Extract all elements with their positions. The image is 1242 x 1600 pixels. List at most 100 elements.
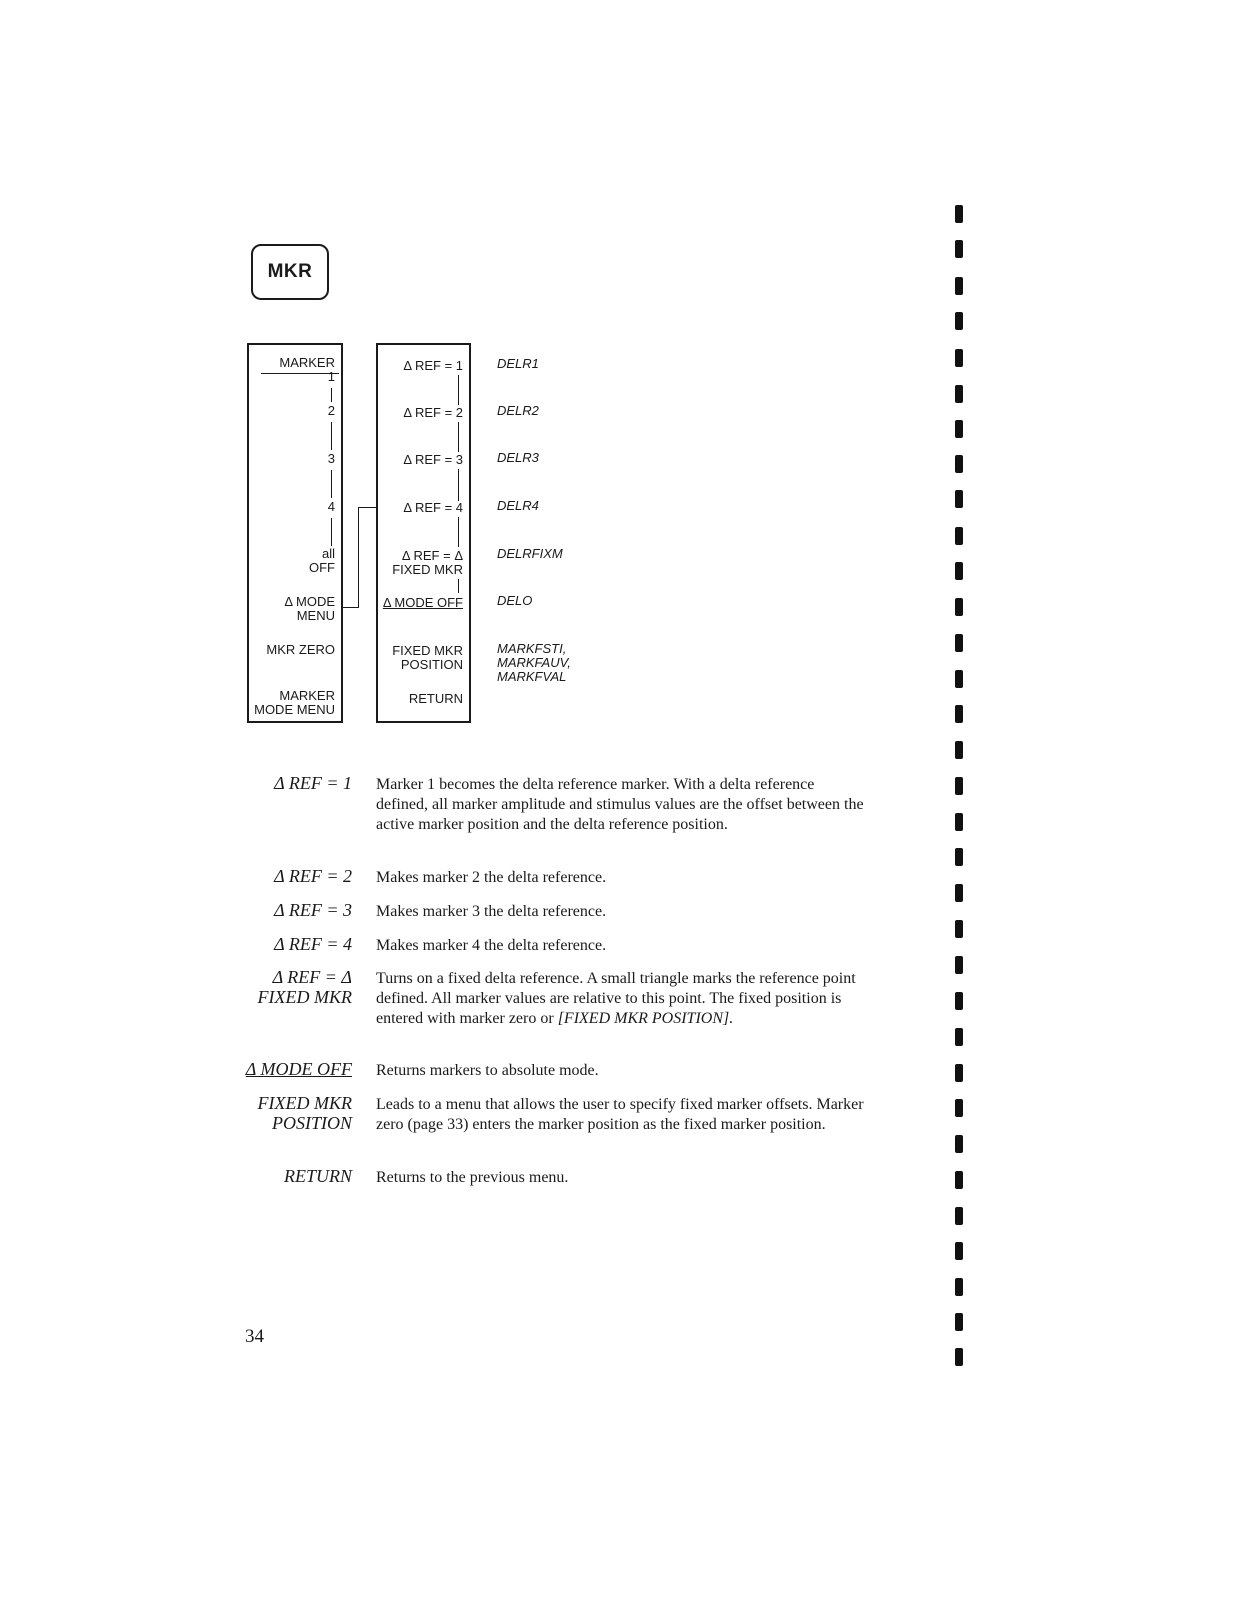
definition-term: Δ REF = 2 [274,866,352,886]
menu-connector [358,507,376,508]
definition-text: Leads to a menu that allows the user to … [376,1096,864,1133]
connector-line [331,422,332,450]
definition-term: Δ MODE OFF [245,1059,352,1079]
definition-text: Returns to the previous menu. [376,1169,569,1186]
menu-connector [342,593,343,607]
binder-mark [955,385,963,403]
menu-item-all[interactable]: all [321,546,335,561]
connector-line [458,517,459,547]
binder-mark [955,992,963,1010]
connector-line [458,375,459,405]
menu-connector [342,607,359,608]
definition-term: POSITION [272,1113,352,1133]
binder-mark [955,240,963,258]
binder-mark [955,1064,963,1082]
binder-mark [955,562,963,580]
menu-item-marker-1[interactable]: 1 [327,369,335,384]
binder-mark [955,705,963,723]
connector-line [331,388,332,402]
menu-item-dref-fixed-mkr[interactable]: FIXED MKR [392,562,463,577]
binder-mark [955,1099,963,1117]
menu-item-marker-mode-menu[interactable]: MODE MENU [254,702,335,717]
menu-item-delta-mode[interactable]: Δ MODE [284,594,335,609]
menu-item-marker-3[interactable]: 3 [327,451,335,466]
definition-term: Δ REF = Δ [272,967,352,987]
connector-line [331,470,332,498]
menu-item-off[interactable]: OFF [309,560,335,575]
delta-mode-softkey-menu: Δ REF = 1 Δ REF = 2 Δ REF = 3 Δ REF = 4 … [376,343,471,723]
binder-mark [955,205,963,223]
definition-text: Returns markers to absolute mode. [376,1062,599,1079]
menu-item-delta-mode-menu[interactable]: MENU [296,608,335,623]
command-delr4: DELR4 [497,498,539,513]
menu-item-dref-2[interactable]: Δ REF = 2 [403,405,463,420]
binder-mark [955,813,963,831]
definition-term: Δ REF = 3 [274,900,352,920]
definition-text: Makes marker 2 the delta reference. [376,869,607,886]
menu-item-mkr-zero[interactable]: MKR ZERO [266,642,335,657]
command-markfsti: MARKFSTI, [497,641,567,656]
binder-mark [955,420,963,438]
connector-line [458,469,459,501]
menu-item-delta-mode-off[interactable]: Δ MODE OFF [382,595,463,610]
definition-text: Makes marker 3 the delta reference. [376,903,607,920]
definition-term: FIXED MKR [257,987,352,1007]
binder-mark [955,1242,963,1260]
connector-line [458,579,459,593]
binder-mark [955,1135,963,1153]
menu-item-dref-3[interactable]: Δ REF = 3 [403,452,463,467]
definition-term: Δ REF = 1 [274,773,352,793]
definition-text-body: Turns on a fixed delta reference. A smal… [376,970,856,1027]
definition-term: FIXED MKR [257,1093,352,1113]
definition-text-key-ref: [FIXED MKR POSITION]. [557,1010,734,1027]
binder-mark [955,527,963,545]
menu-item-fixed-mkr[interactable]: FIXED MKR [392,643,463,658]
binder-mark [955,349,963,367]
connector-line [331,518,332,546]
definition-term: Δ REF = 4 [274,934,352,954]
binder-mark [955,1171,963,1189]
menu-item-fixed-mkr-position[interactable]: POSITION [400,657,463,672]
definition-text: Makes marker 4 the delta reference. [376,937,607,954]
command-delr1: DELR1 [497,356,539,371]
binder-mark [955,741,963,759]
connector-line [458,422,459,452]
command-delr2: DELR2 [497,403,539,418]
binder-mark [955,956,963,974]
definition-text: Turns on a fixed delta reference. A smal… [376,969,866,1029]
menu-item-marker-4[interactable]: 4 [327,499,335,514]
menu-connector [358,507,359,608]
binder-mark [955,848,963,866]
binder-mark [955,1313,963,1331]
binder-mark [955,1028,963,1046]
menu-item-marker-mode[interactable]: MARKER [279,688,335,703]
binder-mark [955,670,963,688]
binder-mark [955,455,963,473]
menu-item-dref-4[interactable]: Δ REF = 4 [403,500,463,515]
command-markfauv: MARKFAUV, [497,655,571,670]
menu-item-return[interactable]: RETURN [408,691,463,706]
command-delr3: DELR3 [497,450,539,465]
definition-text: Marker 1 becomes the delta reference mar… [376,776,864,833]
binder-mark [955,1348,963,1366]
binder-mark [955,634,963,652]
binder-mark [955,920,963,938]
binder-mark [955,1278,963,1296]
command-delo: DELO [497,593,533,608]
marker-softkey-menu: MARKER 1 2 3 4 all OFF Δ MODE MENU MKR Z… [247,343,343,723]
binder-mark [955,312,963,330]
binder-mark [955,777,963,795]
definition-term: RETURN [283,1166,352,1186]
command-markfval: MARKFVAL [497,669,567,684]
menu-separator [261,373,339,374]
binder-mark [955,1207,963,1225]
menu-item-dref-1[interactable]: Δ REF = 1 [403,358,463,373]
menu-item-marker[interactable]: MARKER [279,355,335,370]
mkr-hardkey[interactable]: MKR [251,244,329,300]
binder-mark [955,598,963,616]
binder-mark [955,277,963,295]
menu-item-marker-2[interactable]: 2 [327,403,335,418]
binder-mark [955,490,963,508]
menu-item-dref-fixed[interactable]: Δ REF = Δ [401,548,463,563]
command-delrfixm: DELRFIXM [497,546,563,561]
